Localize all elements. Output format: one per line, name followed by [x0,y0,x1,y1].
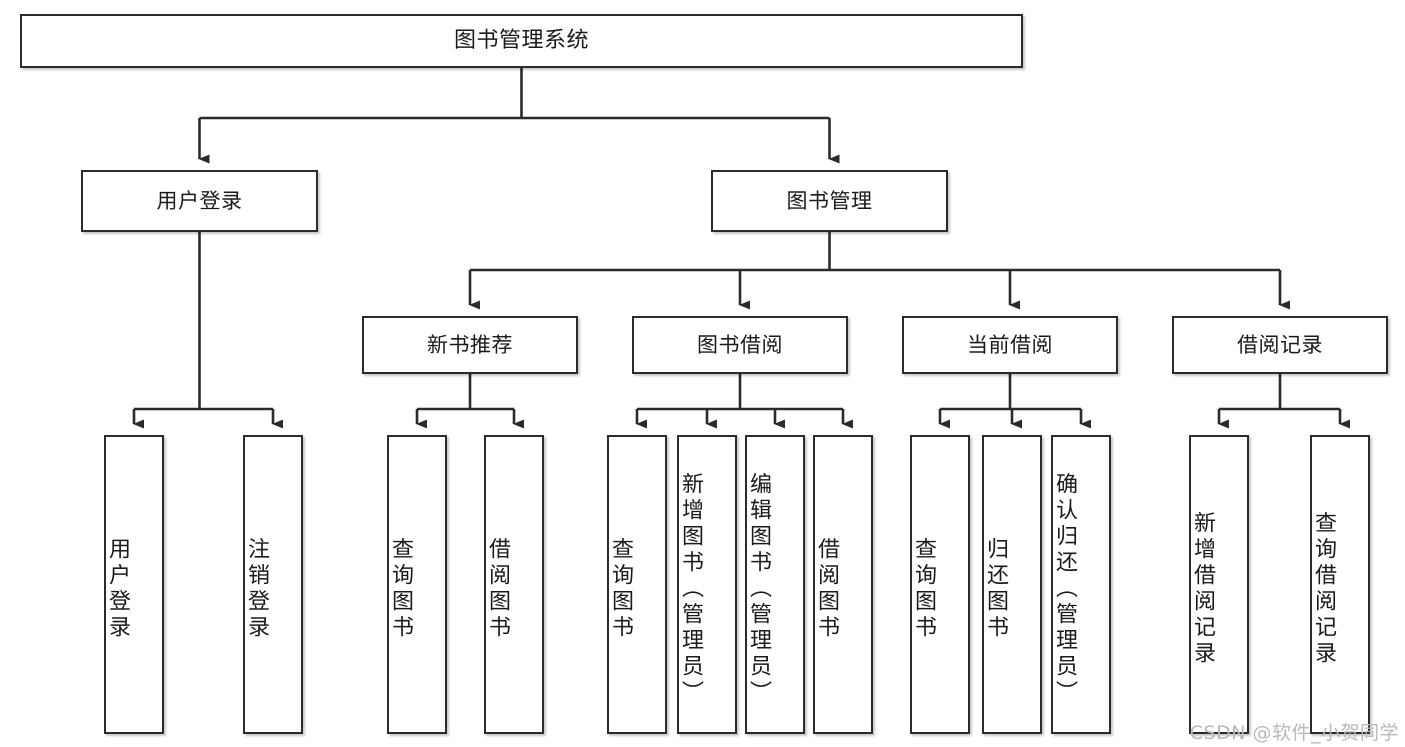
node-leaf-cur-1[interactable]: 查询图书 [910,435,970,734]
node-label: 图书管理系统 [453,28,589,54]
node-bookmgmt[interactable]: 图书管理 [711,170,948,232]
node-leaf-login-2[interactable]: 注销登录 [243,435,303,734]
node-newbooks[interactable]: 新书推荐 [362,316,578,374]
node-borrow[interactable]: 图书借阅 [632,316,848,374]
node-login[interactable]: 用户登录 [81,170,318,232]
node-label: 用户登录 [105,536,130,641]
node-label: 新书推荐 [427,332,513,357]
node-leaf-new-1[interactable]: 查询图书 [387,435,447,734]
node-leaf-bor-4[interactable]: 借阅图书 [813,435,873,734]
node-label: 查询图书 [388,536,413,641]
node-leaf-login-1[interactable]: 用户登录 [104,435,164,734]
node-label: 图书管理 [786,188,873,213]
node-label: 借阅记录 [1237,332,1323,357]
node-leaf-bor-1[interactable]: 查询图书 [607,435,667,734]
node-label: 确认归还（管理员） [1052,471,1077,706]
node-records[interactable]: 借阅记录 [1172,316,1388,374]
node-current[interactable]: 当前借阅 [902,316,1118,374]
node-leaf-rec-1[interactable]: 新增借阅记录 [1189,435,1249,734]
node-label: 归还图书 [983,536,1008,641]
node-label: 新增图书（管理员） [678,471,703,706]
node-label: 注销登录 [244,536,269,641]
node-label: 用户登录 [156,188,243,213]
node-leaf-rec-2[interactable]: 查询借阅记录 [1310,435,1370,734]
node-label: 新增借阅记录 [1190,510,1215,667]
node-leaf-cur-3[interactable]: 确认归还（管理员） [1051,435,1111,734]
node-label: 图书借阅 [697,332,783,357]
node-label: 借阅图书 [485,536,510,641]
node-root[interactable]: 图书管理系统 [20,14,1023,68]
node-leaf-new-2[interactable]: 借阅图书 [484,435,544,734]
node-label: 借阅图书 [814,536,839,641]
node-label: 当前借阅 [967,332,1053,357]
node-label: 查询图书 [911,536,936,641]
node-label: 编辑图书（管理员） [746,471,771,706]
node-label: 查询图书 [608,536,633,641]
node-leaf-cur-2[interactable]: 归还图书 [982,435,1042,734]
node-leaf-bor-3[interactable]: 编辑图书（管理员） [745,435,805,734]
node-leaf-bor-2[interactable]: 新增图书（管理员） [677,435,737,734]
node-label: 查询借阅记录 [1311,510,1336,667]
watermark-text: CSDN @软件_小贺同学 [1189,722,1399,744]
